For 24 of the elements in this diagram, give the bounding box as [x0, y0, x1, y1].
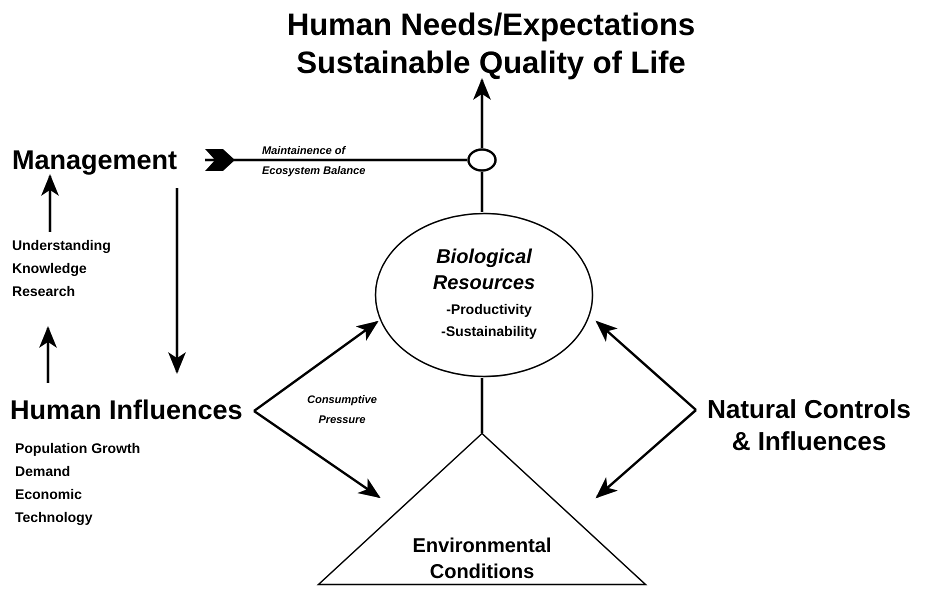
connector-line [480, 172, 484, 212]
node-label: Human Needs/Expectations Sustainable Quality of Life [286, 6, 696, 82]
list-item: -Productivity [445, 300, 533, 319]
arrow [253, 410, 381, 498]
list-item: Population Growth [15, 439, 140, 458]
list-item: Technology [15, 508, 93, 527]
node-list: Understanding Knowledge Research [12, 234, 122, 303]
node-label: Human Influences [10, 394, 243, 427]
arrow [596, 409, 697, 498]
list-item: Economic [15, 485, 82, 504]
node-label: Management [12, 144, 178, 177]
arrow [253, 320, 379, 412]
arrow [168, 188, 186, 374]
node-label: Environmental Conditions [412, 534, 552, 585]
arrow [41, 174, 59, 232]
arrow [596, 320, 697, 411]
node-title: Biological Resources [432, 245, 536, 296]
connector-line [480, 378, 484, 433]
list-item: Demand [15, 462, 70, 481]
list-item: -Sustainability [440, 322, 538, 341]
arrow [473, 78, 491, 148]
arrow [39, 326, 57, 383]
edge-label: Maintainence of Ecosystem Balance [262, 144, 366, 179]
node-label: Natural Controls & Influences [706, 393, 912, 457]
